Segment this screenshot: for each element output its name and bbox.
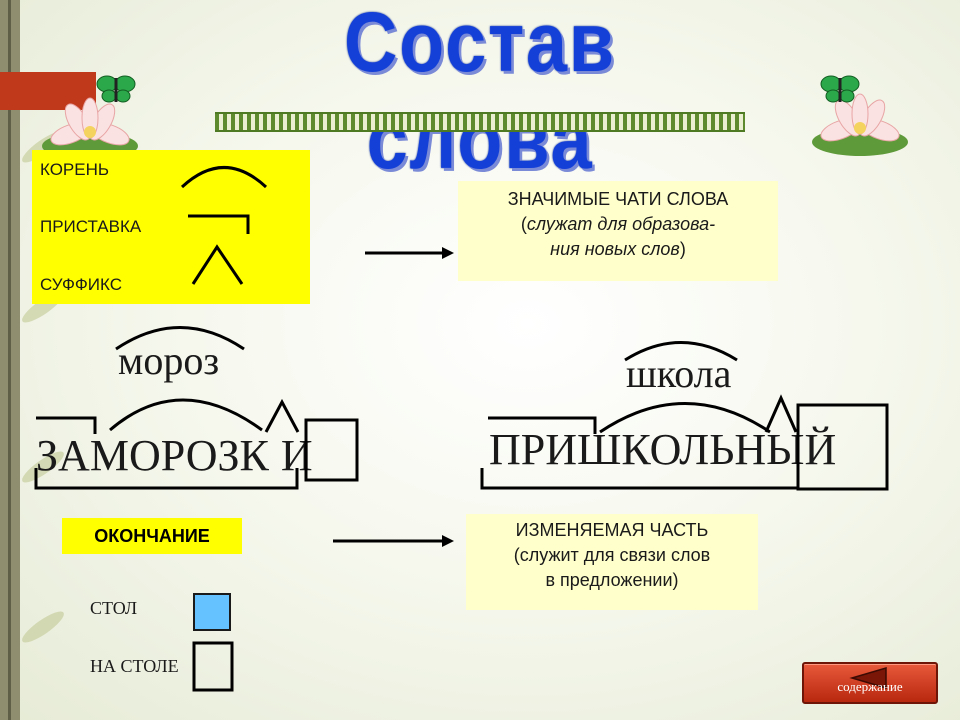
- significant-parts-note: ЗНАЧИМЫЕ ЧАТИ СЛОВА (служат для образова…: [458, 181, 778, 281]
- contents-nav-button[interactable]: содержание: [802, 662, 938, 704]
- leaf-decoration: [18, 606, 68, 648]
- word-stem: ЗАМОРОЗК: [36, 431, 269, 480]
- root-arc-zamorozki: [109, 398, 263, 432]
- example-filled-ending-word: НА СТОЛЕ: [90, 656, 179, 676]
- morpheme-legend-box: КОРЕНЬ ПРИСТАВКА СУФФИКС: [32, 150, 310, 304]
- arrowhead-icon: [442, 535, 454, 547]
- root-word-shkola: школа: [626, 351, 732, 396]
- example-zero-ending-word: СТОЛ: [90, 598, 138, 618]
- zero-ending-box: [193, 593, 231, 631]
- parsed-word-prishkolny: ПРИШКОЛЬНЫЙ: [489, 425, 837, 474]
- word-ending: И: [280, 431, 313, 480]
- significant-parts-desc-2: ния новых слов): [550, 239, 686, 259]
- red-accent-tab: [0, 72, 96, 110]
- ending-label: ОКОНЧАНИЕ: [62, 518, 242, 554]
- suffix-label: СУФФИКС: [40, 275, 123, 294]
- ending-desc-1: (служит для связи слов: [513, 545, 711, 565]
- significant-parts-title: ЗНАЧИМЫЕ ЧАТИ СЛОВА: [507, 189, 729, 209]
- significant-parts-desc-1: (служат для образова-: [520, 214, 716, 234]
- prefix-label: ПРИСТАВКА: [40, 217, 142, 236]
- root-label: КОРЕНЬ: [40, 160, 110, 179]
- ending-desc-2: в предложении): [545, 570, 679, 590]
- root-word-moroz: мороз: [118, 338, 220, 383]
- ending-frame-zamorozki: [304, 418, 359, 482]
- title-ornament-border: [215, 112, 745, 132]
- ending-description-note: ИЗМЕНЯЕМАЯ ЧАСТЬ (служит для связи слов …: [466, 514, 758, 610]
- filled-ending-box: [192, 641, 234, 692]
- water-lily-butterfly-icon: [812, 75, 908, 156]
- suffix-caret-zamorozki: [264, 398, 300, 433]
- left-decorative-bar: [0, 0, 20, 720]
- ending-desc-title: ИЗМЕНЯЕМАЯ ЧАСТЬ: [515, 520, 709, 540]
- arrowhead-icon: [442, 247, 454, 259]
- contents-nav-label: содержание: [837, 679, 903, 694]
- page-title: Состав слова: [343, 0, 616, 186]
- back-arrow-icon: [849, 666, 887, 690]
